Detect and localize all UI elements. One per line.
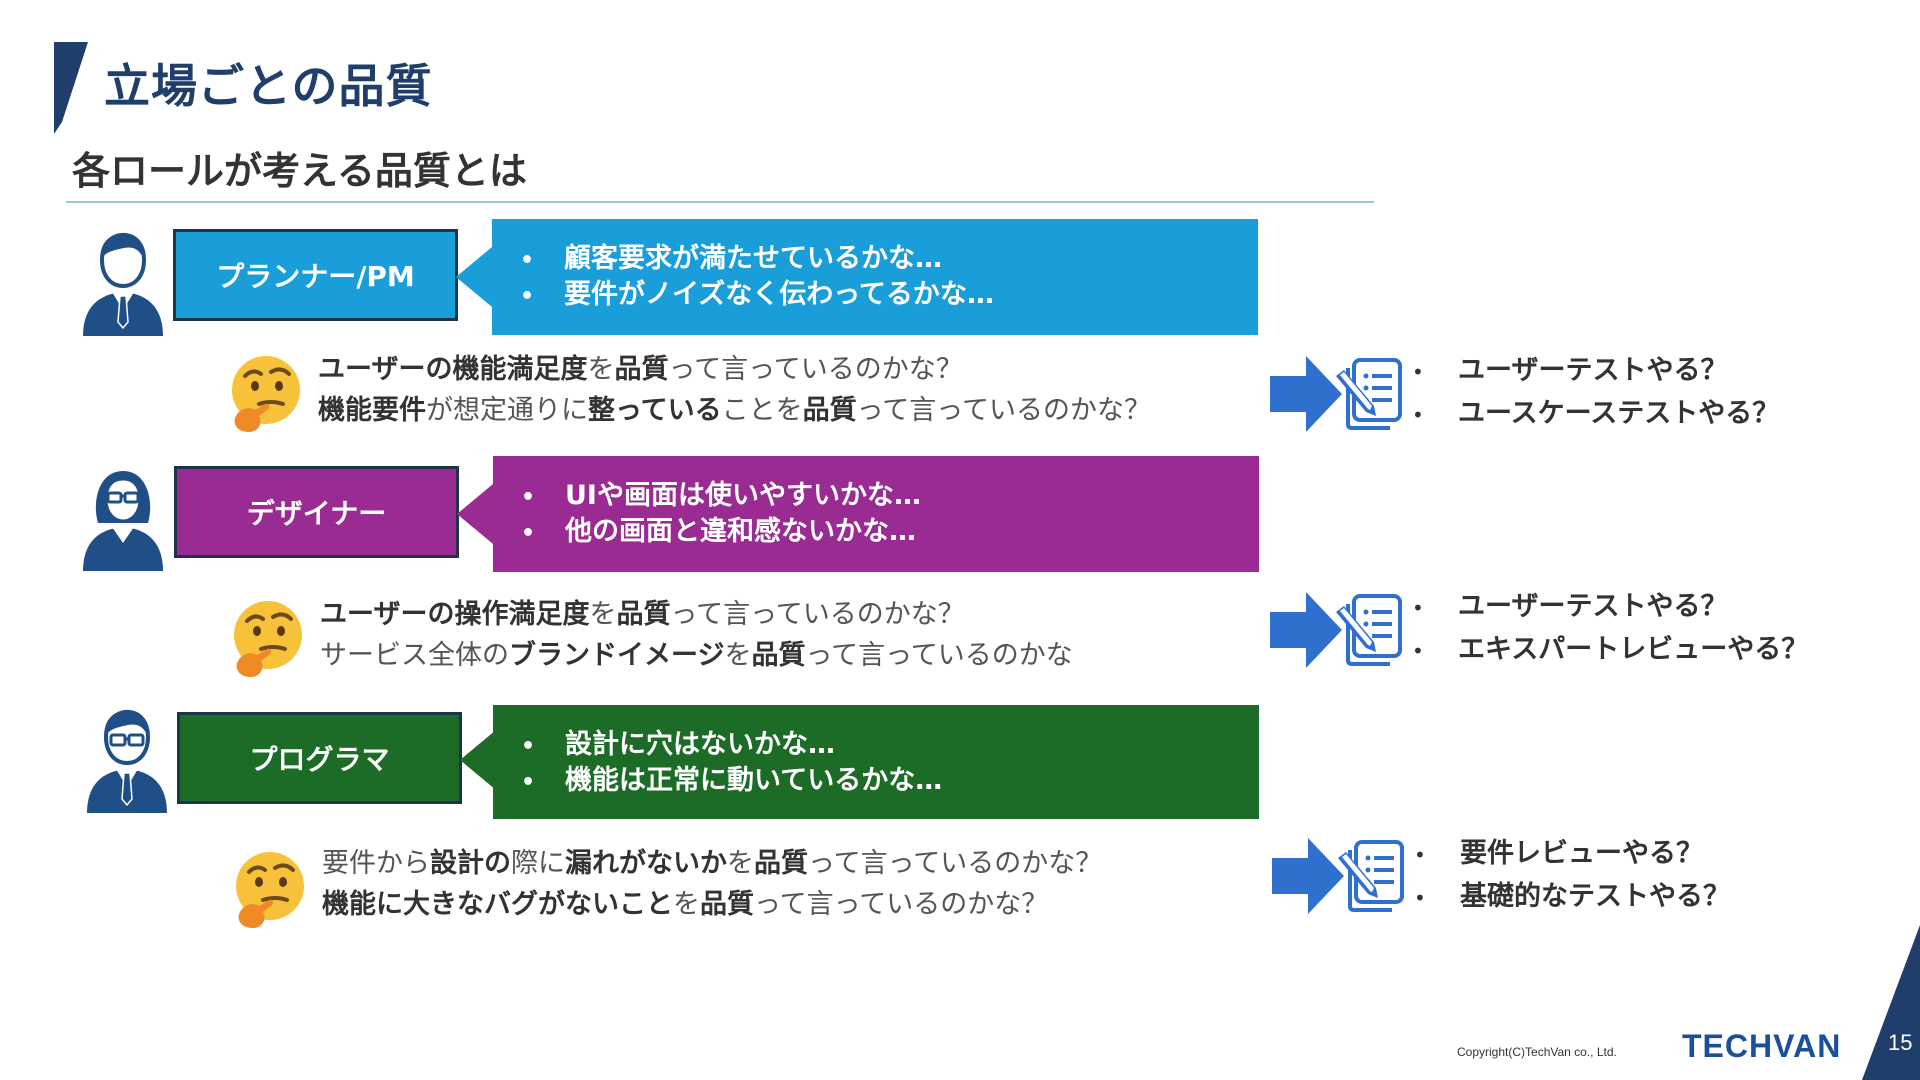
- bubble-line: 他の画面と違和感ないかな…: [521, 514, 1259, 550]
- question-text: を: [673, 889, 700, 920]
- question-list-planner: ユーザーの機能満足度を品質って言っているのかな？ 機能要件が想定通りに整っている…: [318, 349, 1151, 431]
- arrow-right-icon: [1270, 592, 1342, 668]
- question-line: 機能に大きなバグがないことを品質って言っているのかな？: [322, 884, 1102, 925]
- action-item: ユースケーステストやる？: [1412, 393, 1779, 436]
- question-text: って言っているのかな？: [808, 848, 1102, 879]
- emphasis-text: 品質: [751, 640, 805, 671]
- emphasis-text: 品質: [700, 889, 754, 920]
- speech-bubble-designer: UIや画面は使いやすいかな… 他の画面と違和感ないかな…: [493, 456, 1259, 572]
- question-line: ユーザーの機能満足度を品質って言っているのかな？: [318, 349, 1151, 390]
- thinking-face-icon: [229, 848, 311, 930]
- question-line: 機能要件が想定通りに整っていることを品質って言っているのかな？: [318, 390, 1151, 431]
- subtitle-divider: [66, 201, 1374, 203]
- role-label-designer: デザイナー: [174, 466, 459, 558]
- document-pencil-icon: [1334, 590, 1410, 668]
- emphasis-text: 品質: [754, 848, 808, 879]
- question-text: が想定通りに: [426, 395, 588, 426]
- speech-bubble-planner: 顧客要求が満たせているかな… 要件がノイズなく伝わってるかな…: [492, 219, 1258, 335]
- emphasis-text: 品質: [616, 599, 670, 630]
- arrow-right-icon: [1272, 838, 1344, 914]
- question-text: って言っているのかな？: [857, 395, 1151, 426]
- person-glasses-woman-icon: [78, 463, 168, 573]
- action-list-planner: ユーザーテストやる？ ユースケーステストやる？: [1412, 350, 1779, 436]
- title-accent-bar: [54, 42, 88, 134]
- bubble-tail-planner: [456, 247, 492, 307]
- question-text: を: [724, 640, 751, 671]
- question-line: サービス全体のブランドイメージを品質って言っているのかな: [320, 635, 1073, 676]
- role-label-designer-text: デザイナー: [247, 492, 386, 532]
- action-item: ユーザーテストやる？: [1412, 350, 1779, 393]
- action-item: ユーザーテストやる？: [1412, 586, 1808, 629]
- question-text: サービス全体の: [320, 640, 509, 671]
- question-text: って言っているのかな？: [670, 599, 964, 630]
- bubble-line: 要件がノイズなく伝わってるかな…: [520, 277, 1258, 313]
- slide-subtitle: 各ロールが考える品質とは: [72, 140, 527, 195]
- emphasis-text: 整っている: [588, 395, 722, 426]
- bubble-line: UIや画面は使いやすいかな…: [521, 478, 1259, 514]
- role-label-programmer-text: プログラマ: [249, 738, 389, 778]
- question-list-designer: ユーザーの操作満足度を品質って言っているのかな？ サービス全体のブランドイメージ…: [320, 594, 1073, 676]
- question-text: を: [727, 848, 754, 879]
- speech-bubble-programmer: 設計に穴はないかな… 機能は正常に動いているかな…: [493, 705, 1259, 819]
- emphasis-text: 漏れがないか: [565, 848, 727, 879]
- emphasis-text: 機能要件: [318, 395, 426, 426]
- question-text: って言っているのかな: [805, 640, 1072, 671]
- arrow-right-icon: [1270, 356, 1342, 432]
- role-label-programmer: プログラマ: [177, 712, 462, 804]
- question-text: ことを: [722, 395, 803, 426]
- role-label-planner-text: プランナー/PM: [216, 255, 415, 295]
- company-logo: TECHVAN: [1682, 1028, 1841, 1065]
- bubble-line: 設計に穴はないかな…: [521, 727, 1259, 763]
- bubble-tail-designer: [457, 484, 493, 544]
- action-list-programmer: 要件レビューやる？ 基礎的なテストやる？: [1414, 833, 1730, 919]
- bubble-line: 顧客要求が満たせているかな…: [520, 241, 1258, 277]
- role-label-planner: プランナー/PM: [173, 229, 458, 321]
- emphasis-text: 機能に大きなバグがないこと: [322, 889, 673, 920]
- question-text: って言っているのかな？: [754, 889, 1048, 920]
- document-pencil-icon: [1336, 836, 1412, 914]
- person-glasses-man-icon: [82, 705, 172, 815]
- question-text: を: [587, 354, 614, 385]
- corner-accent: [1862, 925, 1920, 1080]
- action-list-designer: ユーザーテストやる？ エキスパートレビューやる？: [1412, 586, 1808, 672]
- bubble-line: 機能は正常に動いているかな…: [521, 763, 1259, 799]
- emphasis-text: ユーザーの操作満足度: [320, 599, 589, 630]
- thinking-face-icon: [225, 352, 307, 434]
- question-text: 際に: [511, 848, 565, 879]
- emphasis-text: 設計の: [430, 848, 511, 879]
- emphasis-text: ユーザーの機能満足度: [318, 354, 587, 385]
- question-text: って言っているのかな？: [668, 354, 962, 385]
- action-item: 基礎的なテストやる？: [1414, 876, 1730, 919]
- document-pencil-icon: [1334, 354, 1410, 432]
- action-item: 要件レビューやる？: [1414, 833, 1730, 876]
- person-businessman-icon: [78, 228, 168, 338]
- question-text: 要件から: [322, 848, 430, 879]
- action-item: エキスパートレビューやる？: [1412, 629, 1808, 672]
- question-line: 要件から設計の際に漏れがないかを品質って言っているのかな？: [322, 843, 1102, 884]
- question-text: を: [589, 599, 616, 630]
- question-line: ユーザーの操作満足度を品質って言っているのかな？: [320, 594, 1073, 635]
- thinking-face-icon: [227, 597, 309, 679]
- bubble-tail-programmer: [460, 730, 496, 790]
- question-list-programmer: 要件から設計の際に漏れがないかを品質って言っているのかな？ 機能に大きなバグがな…: [322, 843, 1102, 925]
- emphasis-text: 品質: [614, 354, 668, 385]
- page-number: 15: [1888, 1030, 1912, 1056]
- copyright-text: Copyright(C)TechVan co., Ltd.: [1457, 1045, 1617, 1059]
- emphasis-text: 品質: [803, 395, 857, 426]
- slide-title: 立場ごとの品質: [104, 50, 433, 116]
- emphasis-text: ブランドイメージ: [509, 640, 724, 671]
